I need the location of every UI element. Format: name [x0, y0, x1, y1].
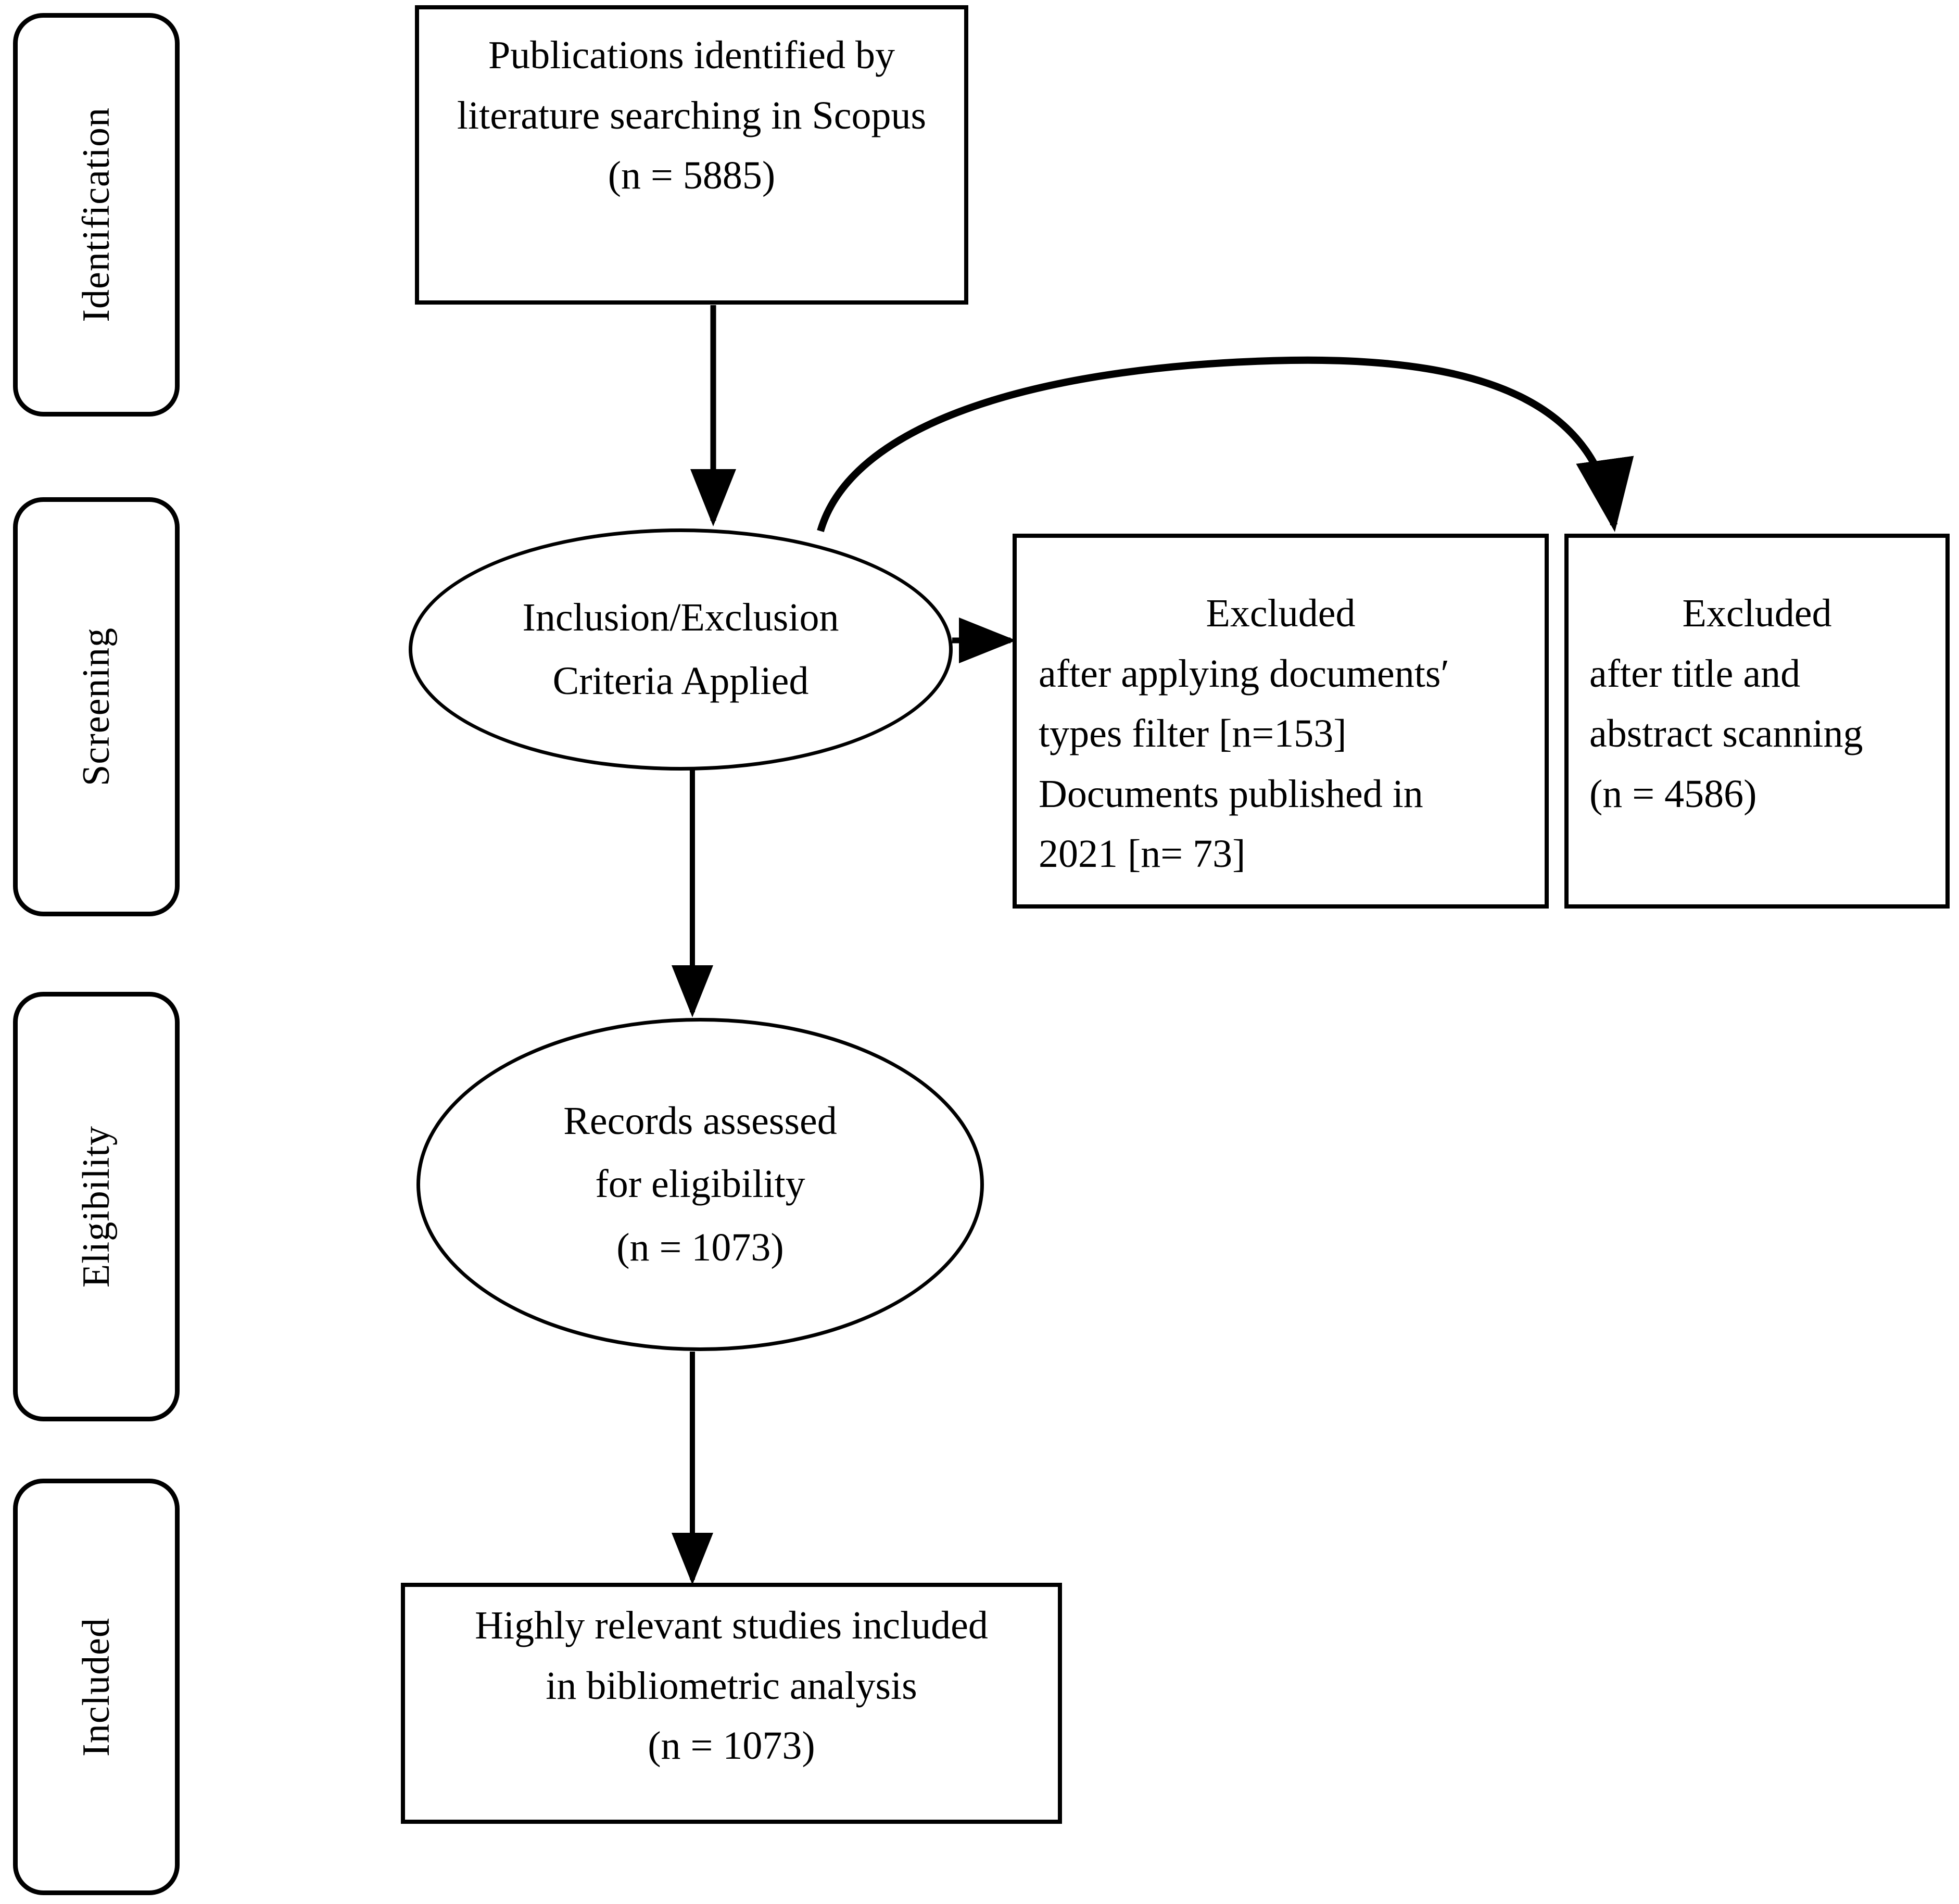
node-excluded-document-types-line-3: Documents published in	[1039, 772, 1423, 816]
node-excluded-title-abstract: Excluded after title and abstract scanni…	[1564, 534, 1950, 909]
node-inclusion-exclusion-criteria-line-1: Inclusion/Exclusion	[522, 595, 839, 639]
node-excluded-document-types: Excluded after applying documents′ types…	[1013, 534, 1549, 909]
node-highly-relevant-included: Highly relevant studies included in bibl…	[401, 1583, 1062, 1824]
node-excluded-document-types-line-4: 2021 [n= 73]	[1039, 832, 1246, 876]
node-publications-identified: Publications identified by literature se…	[415, 5, 968, 305]
stage-label-eligibility-text: Eligibility	[75, 1125, 118, 1288]
node-highly-relevant-included-count: (n = 1073)	[648, 1724, 815, 1768]
stage-label-identification: Identification	[13, 13, 180, 417]
node-records-assessed: Records assessed for eligibility (n = 10…	[416, 1018, 984, 1351]
node-excluded-document-types-line-1: after applying documents′	[1039, 651, 1450, 696]
node-publications-identified-line-1: Publications identified by	[488, 33, 895, 78]
node-excluded-title-abstract-count: (n = 4586)	[1589, 772, 1757, 816]
node-excluded-document-types-heading: Excluded	[1206, 591, 1356, 635]
arrow-criteria-to-excluded-title-abstract	[817, 356, 1634, 532]
node-records-assessed-line-1: Records assessed	[563, 1099, 837, 1143]
node-highly-relevant-included-line-2: in bibliometric analysis	[546, 1663, 917, 1708]
stage-label-eligibility: Eligibility	[13, 992, 180, 1421]
node-records-assessed-line-2: for eligibility	[595, 1162, 805, 1206]
stage-label-included: Included	[13, 1479, 180, 1895]
node-publications-identified-line-2: literature searching in Scopus	[457, 93, 927, 137]
node-highly-relevant-included-line-1: Highly relevant studies included	[475, 1604, 988, 1648]
node-excluded-title-abstract-heading: Excluded	[1682, 591, 1832, 635]
stage-label-screening: Screening	[13, 497, 180, 916]
stage-label-included-text: Included	[75, 1617, 118, 1757]
node-records-assessed-count: (n = 1073)	[616, 1225, 784, 1269]
node-inclusion-exclusion-criteria-line-2: Criteria Applied	[552, 659, 809, 703]
node-publications-identified-count: (n = 5885)	[608, 154, 776, 198]
node-inclusion-exclusion-criteria: Inclusion/Exclusion Criteria Applied	[409, 528, 953, 771]
node-excluded-title-abstract-line-1: after title and	[1589, 651, 1801, 696]
node-excluded-title-abstract-line-2: abstract scanning	[1589, 712, 1863, 756]
node-excluded-document-types-line-2: types filter [n=153]	[1039, 712, 1347, 756]
stage-label-screening-text: Screening	[75, 627, 118, 786]
stage-label-identification-text: Identification	[75, 107, 118, 322]
